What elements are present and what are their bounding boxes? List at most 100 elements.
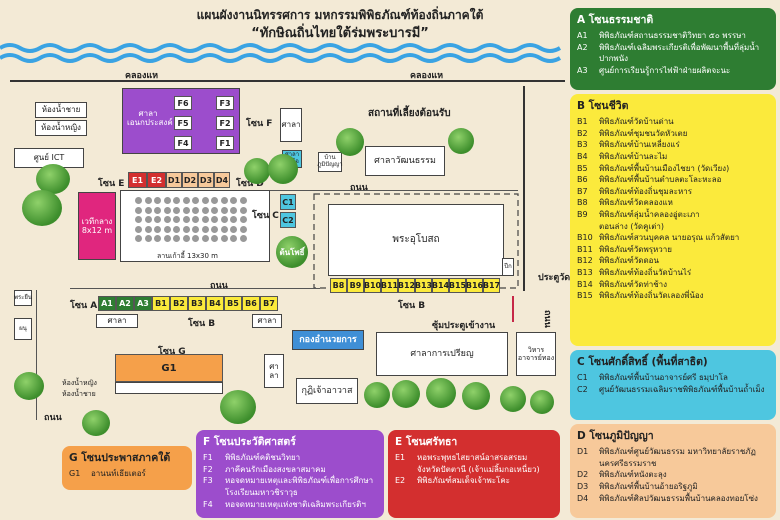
cell-b4[interactable]: B4 — [206, 296, 224, 311]
sala-c: ศา ลา — [264, 354, 284, 388]
map-subtitle: “ทักษิณถิ่นไทยใต้ร่มพระบารมี” — [251, 26, 429, 41]
cell-b9[interactable]: B9 — [347, 278, 364, 293]
seat-icon — [163, 197, 171, 204]
seat-icon — [135, 235, 142, 242]
legend-code: E2 — [395, 476, 406, 486]
seat-icon — [182, 216, 190, 223]
office-building: กองอำนวยการ — [292, 330, 364, 350]
legend-code: B3 — [577, 140, 588, 150]
legend-item: E2 พิพิธภัณฑ์สมเด็จเจ้าพะโคะ — [395, 475, 553, 487]
panel-title: B โซนชีวิต — [577, 100, 629, 112]
seat-icon — [239, 197, 247, 204]
cell-f1[interactable]: F1 — [216, 136, 234, 150]
legend-code: D1 — [577, 447, 589, 457]
cell-d1[interactable]: D1 — [166, 172, 182, 188]
cell-b6[interactable]: B6 — [242, 296, 260, 311]
seat-icon — [201, 197, 209, 204]
cell-b3[interactable]: B3 — [188, 296, 206, 311]
legend-name: พิพิธภัณฑ์สถานธรรมชาติวิทยา ๕๐ พรรษา — [599, 31, 746, 41]
cell-b17[interactable]: B17 — [483, 278, 500, 293]
seat-icon — [211, 216, 218, 223]
seat-icon — [163, 206, 171, 214]
cell-b8[interactable]: B8 — [330, 278, 347, 293]
legend-code: D4 — [577, 493, 589, 503]
cell-e1[interactable]: E1 — [128, 172, 147, 188]
legend-name: อานนท์เธียเตอร์ — [91, 469, 146, 479]
bodhi-tree-label: ต้นโพธิ์ — [279, 248, 305, 257]
panel-title: C โซนศักดิ์สิทธิ์ (พื้นที่สาธิต) — [577, 356, 708, 368]
canal-label-right: คลองแห — [410, 71, 444, 81]
seat-icon — [220, 206, 228, 214]
cell-b16[interactable]: B16 — [466, 278, 483, 293]
cell-a3[interactable]: A3 — [134, 296, 152, 311]
zone-b-label: โซน B — [188, 319, 216, 329]
entrance-gate: ซุ้มประตูเข้างาน — [432, 321, 496, 331]
seat-icon — [135, 216, 142, 223]
seat-icon — [230, 197, 237, 204]
cell-d2[interactable]: D2 — [182, 172, 198, 188]
cell-f2[interactable]: F2 — [216, 116, 234, 130]
legend-name: พิพิธภัณฑ์บ้านละไม — [599, 152, 668, 161]
cell-b5[interactable]: B5 — [224, 296, 242, 311]
legend-code: C2 — [577, 384, 588, 394]
tree-icon — [244, 158, 270, 184]
cell-b14[interactable]: B14 — [432, 278, 449, 293]
road-left-line — [36, 290, 37, 420]
cell-f4[interactable]: F4 — [174, 136, 192, 150]
cell-d4[interactable]: D4 — [214, 172, 230, 188]
cell-f3[interactable]: F3 — [216, 96, 234, 110]
legend-code — [577, 221, 599, 233]
legend-code: B9 — [577, 209, 588, 219]
legend-name: พิพิธภัณฑ์หนังตะลุง — [599, 470, 667, 480]
road-top-line — [10, 80, 565, 82]
cell-c1[interactable]: C1 — [280, 194, 296, 210]
cell-f6[interactable]: F6 — [174, 96, 192, 110]
legend-name: พิพิธภัณฑ์วัดบ้านด่าน — [599, 117, 674, 127]
cell-b11[interactable]: B11 — [381, 278, 398, 293]
legend-name: พิพิธภัณฑ์พื้นบ้านตำบลตะโละหะลอ — [599, 175, 722, 185]
tree-icon — [268, 154, 298, 184]
legend-code: B13 — [577, 267, 593, 277]
seat-icon — [163, 235, 171, 242]
cell-b10[interactable]: B10 — [364, 278, 381, 293]
legend-name: ศูนย์วัฒนธรรมเฉลิมราชพิพิธภัณฑ์พื้นบ้านถ… — [599, 384, 765, 394]
cell-b12[interactable]: B12 — [398, 278, 415, 293]
cell-b15[interactable]: B15 — [449, 278, 466, 293]
cell-b2[interactable]: B2 — [170, 296, 188, 311]
cell-b13[interactable]: B13 — [415, 278, 432, 293]
legend-code: A2 — [577, 42, 588, 52]
cell-g1[interactable]: G1 — [115, 354, 223, 382]
cell-e2[interactable]: E2 — [147, 172, 166, 188]
road-label-bottom: ถนน — [210, 281, 228, 291]
abbot-residence: กุฏิเจ้าอาวาส — [296, 378, 358, 404]
cell-b7[interactable]: B7 — [260, 296, 278, 311]
cell-a2[interactable]: A2 — [116, 296, 134, 311]
toilet-women: ห้องน้ำหญิง — [35, 120, 87, 136]
seat-icon — [239, 225, 247, 233]
zone-e-label: โซน E — [98, 179, 125, 189]
legend-name: หอพระพุทธไสยาสน์อาสรอสรยม จังหวัดปัตตานี… — [417, 453, 540, 474]
cell-f5[interactable]: F5 — [174, 116, 192, 130]
cell-c2[interactable]: C2 — [280, 212, 296, 228]
seat-icon — [154, 197, 161, 204]
tree-icon — [336, 128, 364, 156]
seating-area — [135, 197, 247, 245]
seat-icon — [192, 206, 199, 214]
legend-name: พิพิธภัณฑ์บ้านเหลี่ยงแร่ — [599, 140, 680, 150]
sala-b: ศาลา — [252, 314, 282, 328]
cell-b1[interactable]: B1 — [152, 296, 170, 311]
legend-name: พิพิธภัณฑ์สมเด็จเจ้าพะโคะ — [417, 476, 510, 486]
seat-icon — [154, 216, 161, 223]
cell-a1[interactable]: A1 — [98, 296, 116, 311]
legend-code: B15 — [577, 291, 593, 301]
road-bottom-line — [70, 288, 320, 289]
legend-code: B12 — [577, 256, 593, 266]
cell-d3[interactable]: D3 — [198, 172, 214, 188]
seat-icon — [230, 216, 237, 223]
